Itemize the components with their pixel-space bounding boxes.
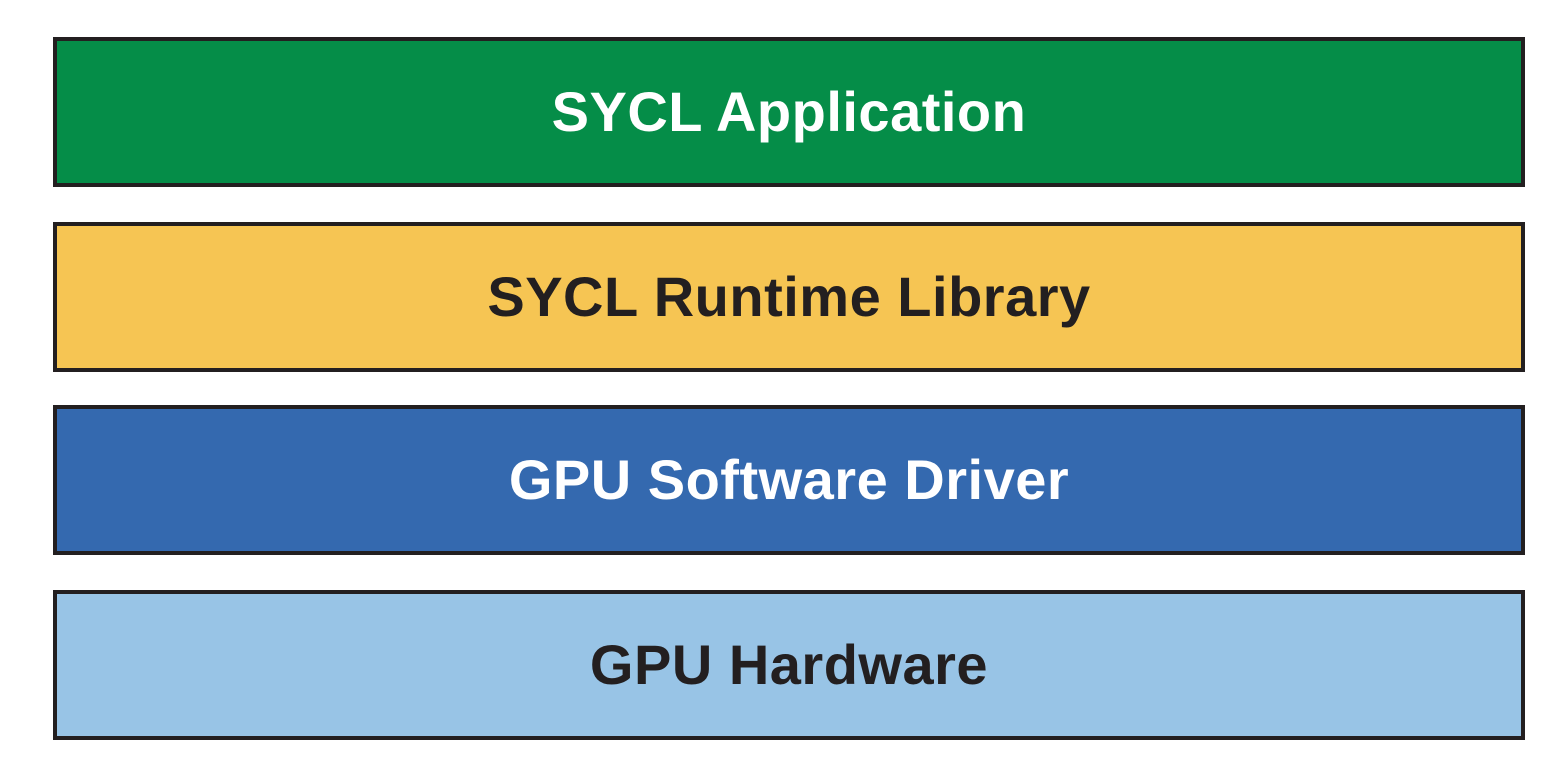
layer-sycl-application: SYCL Application <box>53 37 1525 187</box>
layer-gpu-software-driver: GPU Software Driver <box>53 405 1525 555</box>
layer-label-gpu-software-driver: GPU Software Driver <box>508 448 1070 511</box>
layer-label-sycl-application: SYCL Application <box>551 80 1027 143</box>
layer-label-gpu-hardware: GPU Hardware <box>589 633 989 696</box>
layer-sycl-runtime-library: SYCL Runtime Library <box>53 222 1525 372</box>
layer-label-sycl-runtime-library: SYCL Runtime Library <box>487 265 1091 328</box>
layer-gpu-hardware: GPU Hardware <box>53 590 1525 740</box>
